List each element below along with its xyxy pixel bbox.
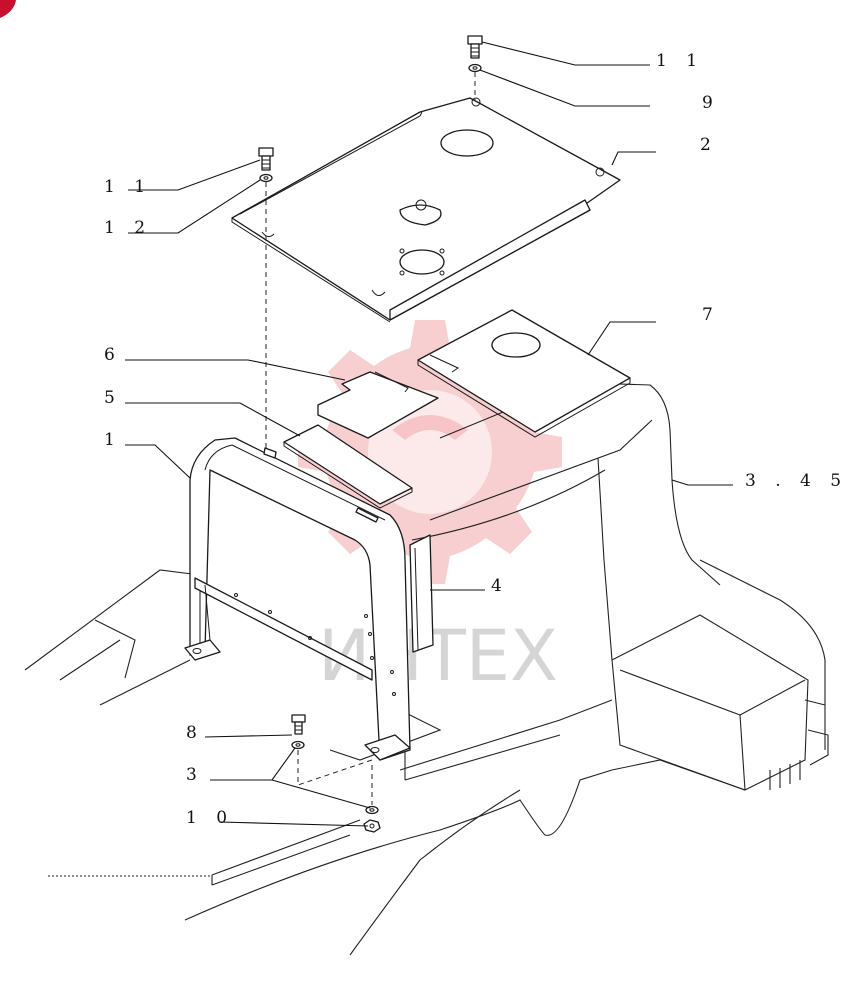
part-7-pad [417,309,631,438]
callout-11-top: 1 1 [656,51,704,71]
leader-lines [125,41,733,827]
callout-4: 4 [491,576,509,596]
callout-7: 7 [702,305,720,325]
callout-12: 1 2 [104,218,152,238]
callout-2: 2 [700,135,718,155]
bolt-11-top [467,35,483,59]
part-1-frame [184,437,411,761]
callout-11-left: 1 1 [104,177,152,197]
callout-1: 1 [104,430,122,450]
brand-corner-mark [0,0,16,18]
bolt-8 [291,714,306,735]
callout-8: 8 [186,723,204,743]
nut-10 [363,819,381,833]
callout-3: 3 [186,765,204,785]
part-4-strip [409,534,434,653]
callout-6: 6 [104,345,122,365]
tractor-body [24,381,829,956]
washer-9 [468,63,482,73]
part-5-pad [283,424,413,509]
callout-9: 9 [702,93,720,113]
washer-3-upper [291,740,305,750]
callout-10: 1 0 [186,808,234,828]
bolt-11-left [258,147,274,171]
watermark-text: ИНТЕХ [318,615,558,697]
part-6-pad [317,371,439,439]
callout-3458: 3 . 4 5 8 [745,471,856,491]
assembly-line-bottom [297,750,373,805]
washer-12 [259,173,273,183]
part-2-cover-plate [231,97,621,323]
callout-5: 5 [104,388,122,408]
